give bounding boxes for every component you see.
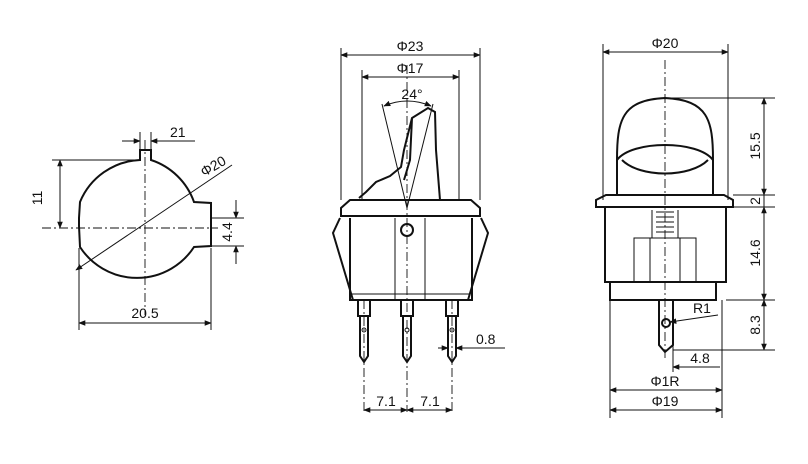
- pin-thickness-label: 0.8: [476, 331, 496, 347]
- rocker-cap-inner-edge: [403, 117, 413, 181]
- pitch-left-label: 7.1: [376, 393, 396, 409]
- profile-terminal-hole: [661, 318, 671, 328]
- front-diameter-label: Φ20: [198, 152, 229, 179]
- radius-leader: [669, 314, 719, 324]
- phi23-label: Φ23: [397, 38, 424, 54]
- profile-flange-outline: [595, 194, 734, 208]
- rocker-top-curve: [621, 159, 709, 175]
- phi1r-label: Φ1R: [650, 373, 679, 389]
- profile-body-outline: [604, 207, 727, 283]
- front-view-outline: [78, 149, 212, 279]
- front-width-label: 21: [170, 124, 186, 140]
- front-view: Φ20 21 11 4.4 20.5: [29, 124, 244, 330]
- rocker-cap-outline: [358, 106, 441, 201]
- front-diameter-leader: [75, 164, 233, 271]
- terminal-width-label: 4.8: [690, 350, 710, 366]
- rim-outline: [340, 199, 481, 217]
- profile-view: Φ20 15.5 2 14.6 8.3 R1 4.8 Φ1R: [595, 35, 775, 418]
- angle-label: 24°: [401, 86, 422, 102]
- flange-height-label: 2: [747, 197, 763, 205]
- angle-arc: [383, 100, 432, 107]
- angle-line-right: [406, 103, 434, 209]
- housing-clip-right: [467, 217, 490, 301]
- housing-clip-left: [331, 217, 354, 301]
- front-height-label: 11: [29, 191, 45, 206]
- profile-inner-guides: [651, 210, 679, 238]
- profile-phi20-label: Φ20: [652, 35, 679, 51]
- front-overall-label: 20.5: [131, 305, 158, 321]
- radius-label: R1: [693, 300, 711, 316]
- side-view: 24° Φ23 Φ17 0.8 7.1 7.1: [331, 38, 505, 413]
- rocker-height-label: 15.5: [747, 132, 763, 159]
- phi17-label: Φ17: [397, 60, 424, 76]
- phi19-label: Φ19: [652, 393, 679, 409]
- body-height-label: 14.6: [747, 239, 763, 266]
- terminal-height-label: 8.3: [747, 315, 763, 335]
- front-notch-label: 4.4: [219, 222, 235, 242]
- profile-base-outline: [609, 282, 717, 301]
- pitch-right-label: 7.1: [420, 393, 440, 409]
- angle-line-left: [381, 103, 408, 209]
